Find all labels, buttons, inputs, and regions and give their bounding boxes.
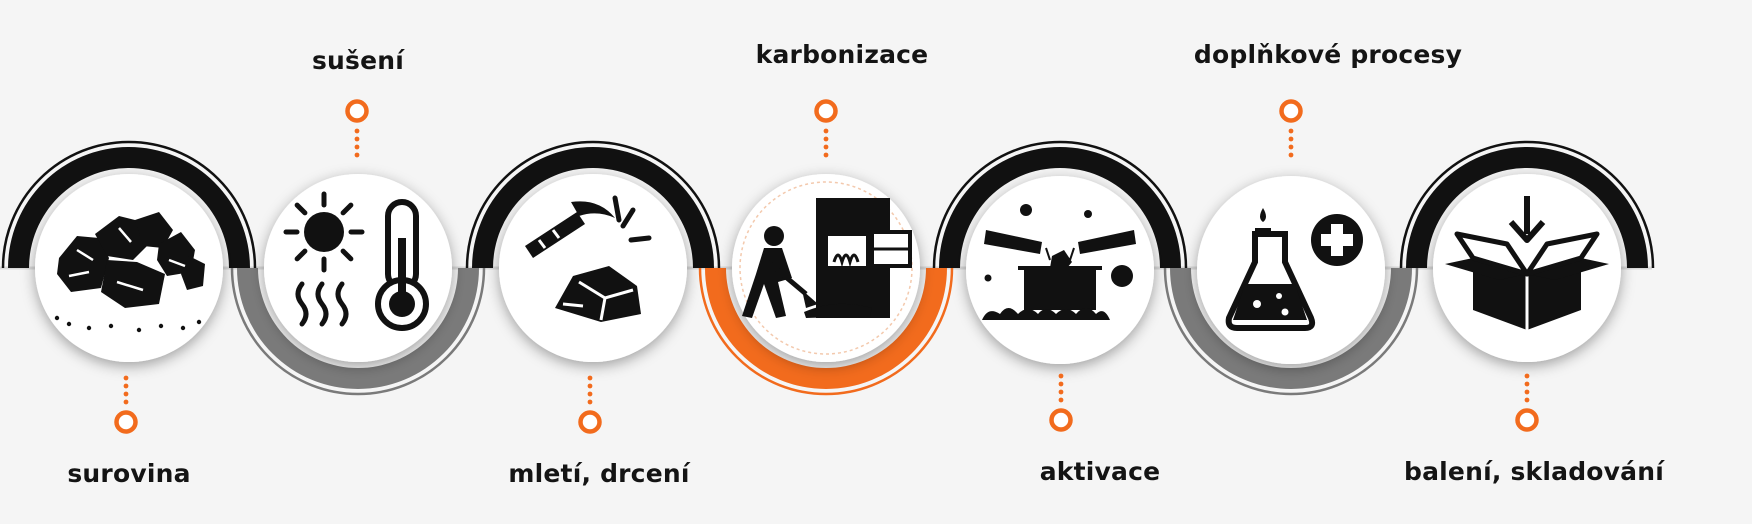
black-arc [939,147,1181,268]
rocks-icon [54,212,205,333]
pin-marker [814,99,838,158]
step-circle [1433,174,1621,362]
orange-arc [705,268,947,389]
pickaxe-rock-icon [525,195,652,322]
furnace-worker-icon [742,198,912,318]
step-circle [264,174,452,362]
black-arc [472,147,714,268]
step-circle [499,174,687,362]
black-arc [8,147,250,268]
pin-marker [114,375,138,434]
activation-box-icon [982,204,1136,320]
gray-arc [237,268,479,389]
pin-marker [345,99,369,158]
gray-arc [1170,268,1412,389]
open-box-icon [1445,196,1609,330]
pin-marker [1515,373,1539,432]
flask-plus-icon [1225,208,1363,331]
pin-marker [1279,99,1303,158]
pin-marker [1049,373,1073,432]
black-arc [1406,147,1648,268]
sun-thermometer-icon [283,191,429,331]
pin-marker [578,375,602,434]
